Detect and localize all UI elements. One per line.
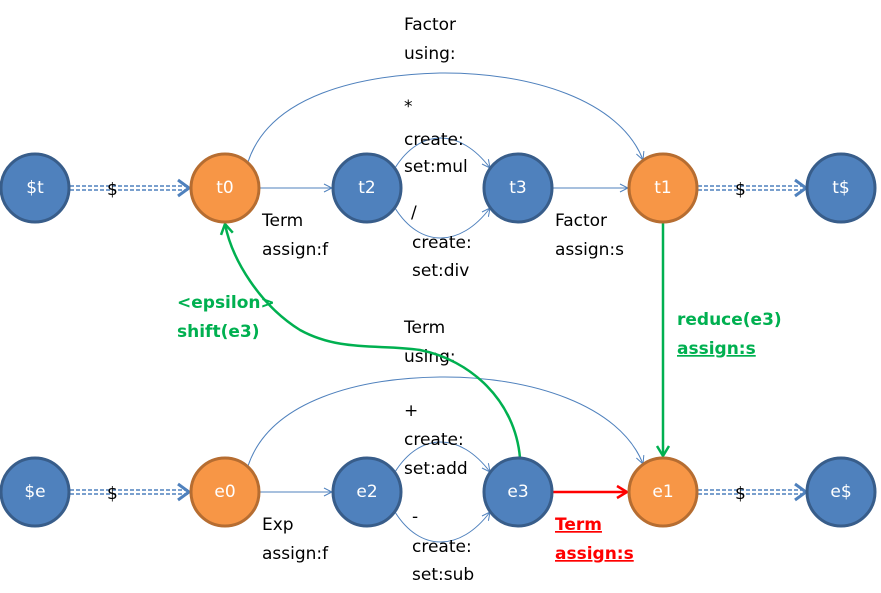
edge-label-e0-e1-arc-line1: Term (403, 318, 445, 338)
edge-label-t3-t1-line2: assign:s (555, 240, 624, 260)
edge-label-t3-t1-line1: Factor (555, 211, 607, 231)
edge-label-e1-eend: $ (735, 484, 746, 504)
edge-label-e2-e3-bottom-line3: set:sub (412, 565, 474, 585)
edge-label-st-t0: $ (107, 180, 118, 200)
edge-e2-e3-top (394, 441, 490, 472)
node-eend[interactable]: e$ (805, 456, 877, 528)
node-e2[interactable]: e2 (331, 456, 403, 528)
edge-label-e0-e2-line1: Exp (262, 515, 294, 535)
node-label-t2: t2 (358, 178, 375, 198)
edge-label-e3-e1-line2: assign:s (555, 544, 634, 564)
node-e1[interactable]: e1 (627, 456, 699, 528)
edge-t2-t3-top (394, 137, 490, 168)
node-t2[interactable]: t2 (331, 152, 403, 224)
edge-label-t0-t2-line2: assign:f (262, 240, 329, 260)
node-label-e3: e3 (507, 482, 528, 502)
edge-label-e2-e3-top-line1: + (404, 401, 418, 421)
edge-label-t1-e1-line1: reduce(e3) (677, 310, 782, 330)
edge-label-e2-e3-bottom-line1: - (412, 507, 418, 527)
edge-t0-t1-arc (247, 72, 643, 163)
node-label-eend: e$ (830, 482, 851, 502)
edge-label-t2-t3-bottom-line3: set:div (412, 261, 469, 281)
node-label-e0: e0 (214, 482, 235, 502)
edge-label-e2-e3-top-line2: create: (404, 430, 464, 450)
edge-e3-t0-shift (219, 221, 522, 459)
node-t1[interactable]: t1 (627, 152, 699, 224)
edge-t2-t3-bottom (394, 208, 490, 239)
node-t0[interactable]: t0 (189, 152, 261, 224)
edge-e0-e1-arc (247, 376, 643, 467)
node-tend[interactable]: t$ (805, 152, 877, 224)
edge-label-t0-t2-line1: Term (261, 211, 303, 231)
node-label-t0: t0 (216, 178, 233, 198)
edge-e2-e3-bottom (394, 512, 490, 543)
edge-label-e3-t0-line1: <epsilon> (177, 293, 275, 313)
node-label-tend: t$ (832, 178, 849, 198)
edge-label-t2-t3-top-line2: create: (404, 130, 464, 150)
edge-label-t0-t1-arc-line2: using: (404, 44, 456, 64)
edge-label-t2-t3-top-line3: set:mul (404, 157, 468, 177)
node-label-e1: e1 (652, 482, 673, 502)
edge-label-e3-e1-line1: Term (555, 515, 602, 535)
node-st[interactable]: $t (0, 152, 71, 224)
edge-label-e0-e2-line2: assign:f (262, 544, 329, 564)
edge-label-se-e0: $ (107, 484, 118, 504)
node-label-st: $t (26, 178, 44, 198)
node-e0[interactable]: e0 (189, 456, 261, 528)
edge-label-t2-t3-bottom-line2: create: (412, 233, 472, 253)
edge-t1-tend (698, 178, 809, 198)
edge-label-e2-e3-top-line3: set:add (404, 459, 468, 479)
node-label-t3: t3 (509, 178, 526, 198)
edge-label-t1-tend: $ (735, 180, 746, 200)
edge-label-t2-t3-bottom-line1: / (411, 203, 417, 223)
edge-label-e3-t0-line2: shift(e3) (177, 322, 259, 342)
edge-se-e0 (70, 482, 192, 502)
node-label-t1: t1 (654, 178, 671, 198)
edge-e1-eend (698, 482, 809, 502)
edge-label-t0-t1-arc-line1: Factor (404, 15, 456, 35)
edge-label-t1-e1-line2: assign:s (677, 339, 756, 359)
edge-label-e0-e1-arc-line2: using: (404, 347, 456, 367)
node-t3[interactable]: t3 (482, 152, 554, 224)
edge-st-t0 (70, 178, 192, 198)
node-e3[interactable]: e3 (482, 456, 554, 528)
node-se[interactable]: $e (0, 456, 71, 528)
edge-label-e2-e3-bottom-line2: create: (412, 537, 472, 557)
edge-label-t2-t3-top-line1: * (404, 97, 413, 117)
node-label-e2: e2 (356, 482, 377, 502)
node-label-se: $e (24, 482, 45, 502)
